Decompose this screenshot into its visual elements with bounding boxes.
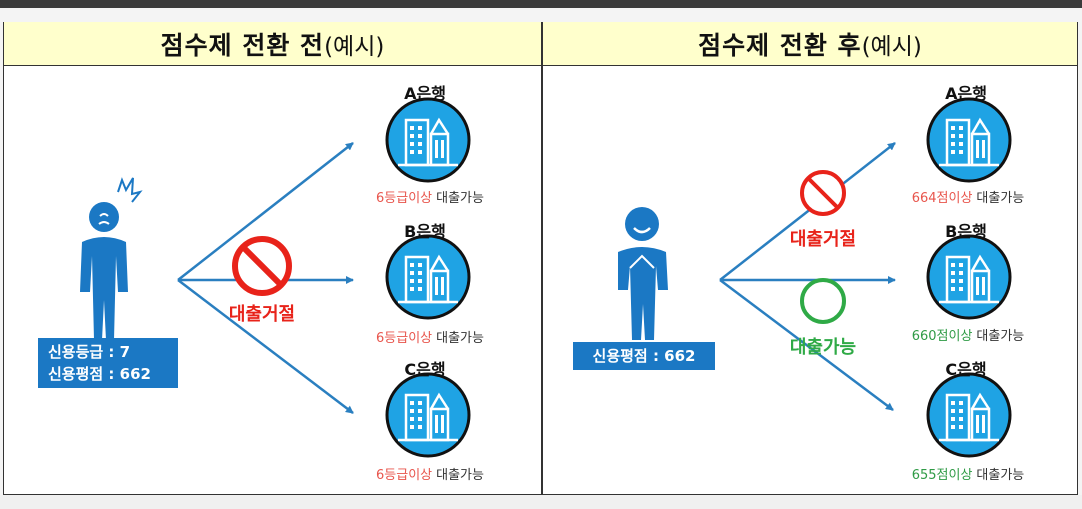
- left-person-info: 신용등급 : 7 신용평점 : 662: [38, 338, 178, 388]
- right-panel-header: 점수제 전환 후 (예시): [543, 22, 1077, 66]
- left-title-sub: (예시): [324, 33, 385, 60]
- right-bank-b-icon: [926, 234, 1012, 320]
- left-bank-c-icon: [385, 372, 471, 458]
- left-bank-b-requirement: 6등급이상: [376, 331, 433, 346]
- right-arrow-a: [719, 142, 896, 281]
- left-bank-a-icon: [385, 97, 471, 183]
- left-bank-c-status: 대출가능: [436, 468, 484, 483]
- right-bank-c-icon: [926, 372, 1012, 458]
- left-bank-c-name: C은행: [404, 360, 446, 379]
- right-prohibited-icon: [800, 170, 846, 216]
- left-panel-header: 점수제 전환 전 (예시): [4, 22, 541, 66]
- top-bar: [0, 0, 1082, 8]
- left-bank-a-status: 대출가능: [436, 191, 484, 206]
- right-bank-c-requirement: 655점이상: [911, 468, 973, 483]
- left-arrow-a: [177, 142, 354, 281]
- right-bank-b-status: 대출가능: [976, 329, 1025, 344]
- credit-score-text: 신용평점 : 662: [48, 365, 151, 383]
- left-bank-a-requirement: 6등급이상: [376, 191, 433, 206]
- left-arrow-c: [177, 279, 354, 414]
- left-bank-b-name: B은행: [404, 222, 446, 241]
- left-bank-c-requirement: 6등급이상: [376, 468, 433, 483]
- right-bank-b-requirement: 660점이상: [911, 329, 973, 344]
- credit-grade-text: 신용등급 : 7: [48, 343, 131, 361]
- right-bank-a-status: 대출가능: [976, 191, 1025, 206]
- right-credit-score-text: 신용평점 : 662: [592, 347, 696, 365]
- right-person-info: 신용평점 : 662: [573, 342, 715, 370]
- right-bank-c-status: 대출가능: [976, 468, 1025, 483]
- circle-ok-icon: [800, 278, 846, 324]
- page-footer: [0, 495, 1082, 509]
- right-bank-a-icon: [926, 97, 1012, 183]
- right-reject-label: 대출거절: [789, 229, 857, 250]
- stressed-person-icon: [80, 177, 143, 340]
- left-prohibited-icon: [232, 236, 292, 296]
- left-bank-a-name: A은행: [404, 84, 446, 103]
- left-reject-label: 대출거절: [228, 304, 296, 325]
- right-bank-b-name: B은행: [945, 222, 987, 241]
- left-title: 점수제 전환 전: [160, 30, 325, 60]
- left-bank-b-icon: [385, 234, 471, 320]
- right-bank-c-name: C은행: [945, 360, 987, 379]
- right-bank-a-name: A은행: [945, 84, 987, 103]
- panel-divider: [541, 22, 543, 495]
- right-arrows: [719, 142, 896, 411]
- diagram-frame: [3, 22, 1078, 495]
- right-title-sub: (예시): [861, 33, 922, 60]
- right-arrow-c: [719, 279, 894, 411]
- right-bank-a-requirement: 664점이상: [911, 191, 973, 206]
- happy-person-icon: [618, 207, 668, 340]
- left-bank-b-status: 대출가능: [436, 331, 484, 346]
- right-title: 점수제 전환 후: [698, 30, 862, 60]
- right-possible-label: 대출가능: [789, 337, 857, 358]
